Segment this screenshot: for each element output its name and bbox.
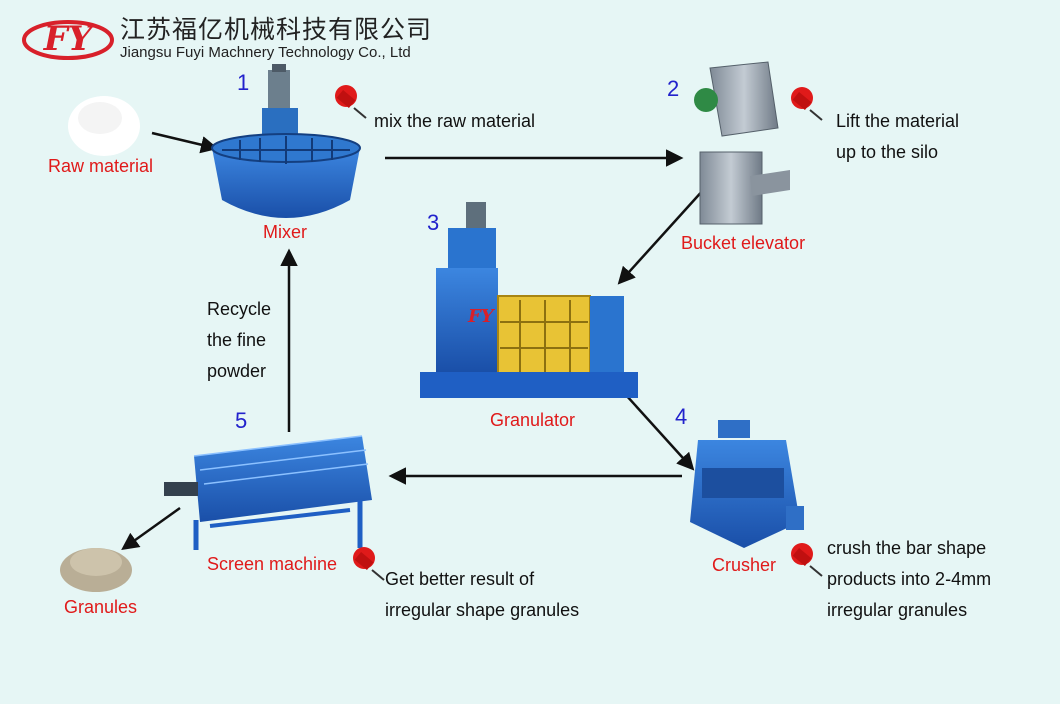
company-name-en: Jiangsu Fuyi Machnery Technology Co., Lt… [120,44,411,61]
bucket-elevator-label: Bucket elevator [681,233,806,253]
svg-text:FY: FY [467,306,496,327]
pushpin-icon [335,85,367,119]
granules-image [60,548,132,592]
granules-label: Granules [64,597,138,617]
crusher-image [690,420,804,548]
note-line: crush the bar shape [827,538,987,558]
arrow-raw-to-mixer [151,131,219,154]
note-line: mix the raw material [374,111,536,131]
note-line: products into 2-4mm [827,569,992,589]
crusher-label: Crusher [712,555,777,575]
step-number: 1 [237,70,250,95]
screen-machine-label: Screen machine [207,554,338,574]
note-line: up to the silo [836,142,939,162]
step-number: 5 [235,408,248,433]
mixer-note: mix the raw material [374,106,535,137]
arrow-screen-to-granules [121,506,181,551]
note-line: Get better result of [385,569,535,589]
note-line: the fine [207,330,267,350]
mixer-label: Mixer [263,222,307,242]
pushpin-icon [791,87,823,121]
note-line: irregular granules [827,600,968,620]
granulator-label: Granulator [490,410,576,430]
pushpin-icon [791,543,823,577]
logo-text: FY [43,19,95,59]
screen-machine-note: Get better result of irregular shape gra… [385,564,579,626]
note-line: powder [207,361,267,381]
granulator-image: FY [420,202,638,398]
step-number: 4 [675,404,688,429]
company-logo: FY [22,14,114,62]
company-name-cn: 江苏福亿机械科技有限公司 [120,15,433,44]
raw-material-label: Raw material [48,156,154,176]
note-line: irregular shape granules [385,600,580,620]
raw-material-image [68,96,140,156]
recycle-note: Recycle the fine powder [207,294,271,387]
bucket-elevator-note: Lift the material up to the silo [836,106,959,168]
arrow-granulator-to-crusher [625,394,695,471]
arrow-elevator-to-granulator [617,187,706,285]
pushpin-icon [353,547,385,581]
bucket-elevator-image [694,61,790,225]
screen-machine-image [164,435,372,550]
note-line: Recycle [207,299,272,319]
step-number: 2 [667,76,680,101]
step-number: 3 [427,210,440,235]
mixer-image [211,64,361,218]
crusher-note: crush the bar shape products into 2-4mm … [827,533,991,626]
note-line: Lift the material [836,111,960,131]
